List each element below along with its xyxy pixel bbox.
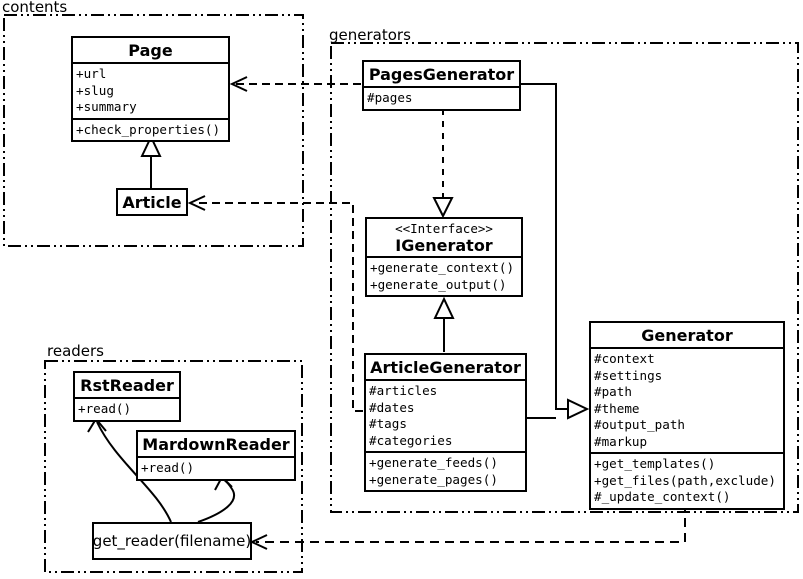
method: +read() <box>141 460 195 475</box>
edge-generators-extend-generator <box>520 83 590 420</box>
class-box-articlegenerator: ArticleGenerator #articles #dates #tags … <box>364 353 527 492</box>
attribute: #dates <box>369 399 415 415</box>
class-name-rstreader: RstReader <box>80 376 174 395</box>
attribute: #theme <box>594 400 640 416</box>
attribute: #markup <box>594 433 648 449</box>
package-label-contents: contents <box>2 0 68 16</box>
attribute: #context <box>594 351 655 366</box>
class-name-articlegenerator: ArticleGenerator <box>370 358 521 377</box>
class-name-generator: Generator <box>641 326 733 345</box>
attribute: +summary <box>76 99 137 114</box>
class-box-rstreader: RstReader +read() <box>73 371 181 422</box>
attribute: #articles <box>369 383 438 398</box>
edge-articlegenerator-depends-article <box>187 195 363 412</box>
class-name-page: Page <box>128 41 173 60</box>
method: +check_properties() <box>76 121 221 137</box>
class-box-generator: Generator #context #settings #path #them… <box>589 321 785 510</box>
edge-articlegenerator-extends-igenerator <box>433 296 455 352</box>
methods-section-rstreader: +read() <box>75 397 179 420</box>
method: +generate_pages() <box>369 471 498 487</box>
class-name-article: Article <box>122 193 182 212</box>
method: #_update_context() <box>594 489 731 504</box>
class-name-mardownreader: MardownReader <box>142 435 290 454</box>
attribute: +slug <box>76 82 114 98</box>
methods-section-mardownreader: +read() <box>138 456 294 479</box>
edge-pagesgenerator-depends-page <box>229 76 361 92</box>
attribute: #output_path <box>594 417 685 432</box>
method: +generate_context() <box>370 260 515 275</box>
class-box-igenerator: <<Interface>> IGenerator +generate_conte… <box>365 217 523 297</box>
class-box-pagesgenerator: PagesGenerator #pages <box>362 60 521 111</box>
package-label-readers: readers <box>47 342 104 360</box>
methods-section-generator: +get_templates() +get_files(path,exclude… <box>591 452 783 508</box>
attribute: #settings <box>594 367 663 383</box>
method: +generate_feeds() <box>369 455 498 470</box>
attribute: +url <box>76 66 107 81</box>
attributes-section-generator: #context #settings #path #theme #output_… <box>591 347 783 452</box>
class-stereotype-igenerator: <<Interface>> <box>395 221 493 236</box>
edge-getreader-to-mardownreader <box>197 475 235 523</box>
attribute: #tags <box>369 416 407 431</box>
class-box-mardownreader: MardownReader +read() <box>136 430 296 481</box>
node-get-reader: get_reader(filename) <box>92 522 252 560</box>
edge-article-extends-page <box>140 134 162 188</box>
methods-section-articlegenerator: +generate_feeds() +generate_pages() <box>366 451 525 490</box>
edge-generator-depends-getreader <box>249 503 686 550</box>
attribute: #pages <box>367 90 413 105</box>
attribute: #path <box>594 384 632 399</box>
attribute: #categories <box>369 432 453 448</box>
attributes-section-articlegenerator: #articles #dates #tags #categories <box>366 379 525 451</box>
package-frame-generators <box>330 42 799 513</box>
class-box-page: Page +url +slug +summary +check_properti… <box>71 36 230 142</box>
package-frame-contents <box>3 14 304 247</box>
class-name-pagesgenerator: PagesGenerator <box>368 65 515 84</box>
package-frame-readers <box>44 360 303 573</box>
attributes-section-pagesgenerator: #pages <box>364 86 519 109</box>
class-box-article: Article <box>116 188 188 216</box>
edge-pagesgenerator-realizes-igenerator <box>432 109 454 219</box>
class-name-igenerator: IGenerator <box>395 236 493 255</box>
methods-section-igenerator: +generate_context() +generate_output() <box>367 256 521 295</box>
package-label-generators: generators <box>329 26 411 44</box>
attributes-section-page: +url +slug +summary <box>73 62 228 118</box>
method: +read() <box>78 401 132 416</box>
method: +get_templates() <box>594 456 716 471</box>
method: +get_files(path,exclude) <box>594 472 776 488</box>
method: +generate_output() <box>370 276 507 292</box>
methods-section-page: +check_properties() <box>73 117 228 141</box>
